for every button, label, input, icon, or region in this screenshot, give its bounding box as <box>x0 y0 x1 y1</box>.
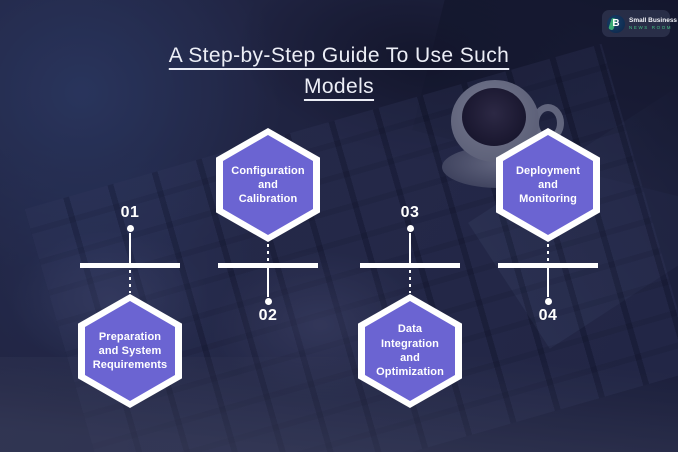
step-1-hexagon: Preparation and System Requirements <box>78 294 182 408</box>
brand-logo: B Small Business NEWS ROOM <box>602 10 677 37</box>
brand-logo-icon: B <box>607 14 625 33</box>
step-2: Configuration and Calibration 02 <box>216 0 320 452</box>
brand-subtitle: NEWS ROOM <box>629 24 673 30</box>
step-1-timeline-bar <box>80 263 180 268</box>
step-4-connector-dashed <box>547 244 549 263</box>
step-3-number: 03 <box>400 204 420 221</box>
step-4-label: Deployment and Monitoring <box>516 164 580 206</box>
step-3: 03 Data Integration and Optimization <box>358 0 462 452</box>
brand-name: Small Business <box>629 16 678 24</box>
step-2-hexagon: Configuration and Calibration <box>216 128 320 242</box>
step-1-connector-dashed <box>129 270 131 293</box>
step-3-hexagon-fill: Data Integration and Optimization <box>365 301 455 401</box>
step-2-hexagon-fill: Configuration and Calibration <box>223 135 313 235</box>
step-3-timeline-bar <box>360 263 460 268</box>
step-4-timeline-bar <box>498 263 598 268</box>
step-1-label: Preparation and System Requirements <box>92 330 168 372</box>
step-2-connector-solid <box>267 268 269 297</box>
step-3-timeline-dot <box>406 225 414 232</box>
step-1-connector-solid <box>129 233 131 263</box>
brand-monogram: B <box>612 18 620 29</box>
step-4-timeline-dot <box>544 298 552 305</box>
step-1-hexagon-fill: Preparation and System Requirements <box>85 301 175 401</box>
step-2-label: Configuration and Calibration <box>231 164 305 206</box>
step-1-number: 01 <box>120 204 140 221</box>
step-2-timeline-dot <box>264 298 272 305</box>
step-4: Deployment and Monitoring 04 <box>496 0 600 452</box>
step-4-hexagon-fill: Deployment and Monitoring <box>503 135 593 235</box>
step-4-hexagon: Deployment and Monitoring <box>496 128 600 242</box>
step-2-number: 02 <box>258 307 278 324</box>
brand-logo-text: Small Business NEWS ROOM <box>629 17 677 31</box>
step-2-connector-dashed <box>267 244 269 263</box>
step-1: 01 Preparation and System Requirements <box>78 0 182 452</box>
step-3-connector-dashed <box>409 270 411 293</box>
step-3-label: Data Integration and Optimization <box>376 323 444 379</box>
step-3-connector-solid <box>409 233 411 263</box>
step-1-timeline-dot <box>126 225 134 232</box>
step-3-hexagon: Data Integration and Optimization <box>358 294 462 408</box>
step-4-connector-solid <box>547 268 549 297</box>
step-4-number: 04 <box>538 307 558 324</box>
